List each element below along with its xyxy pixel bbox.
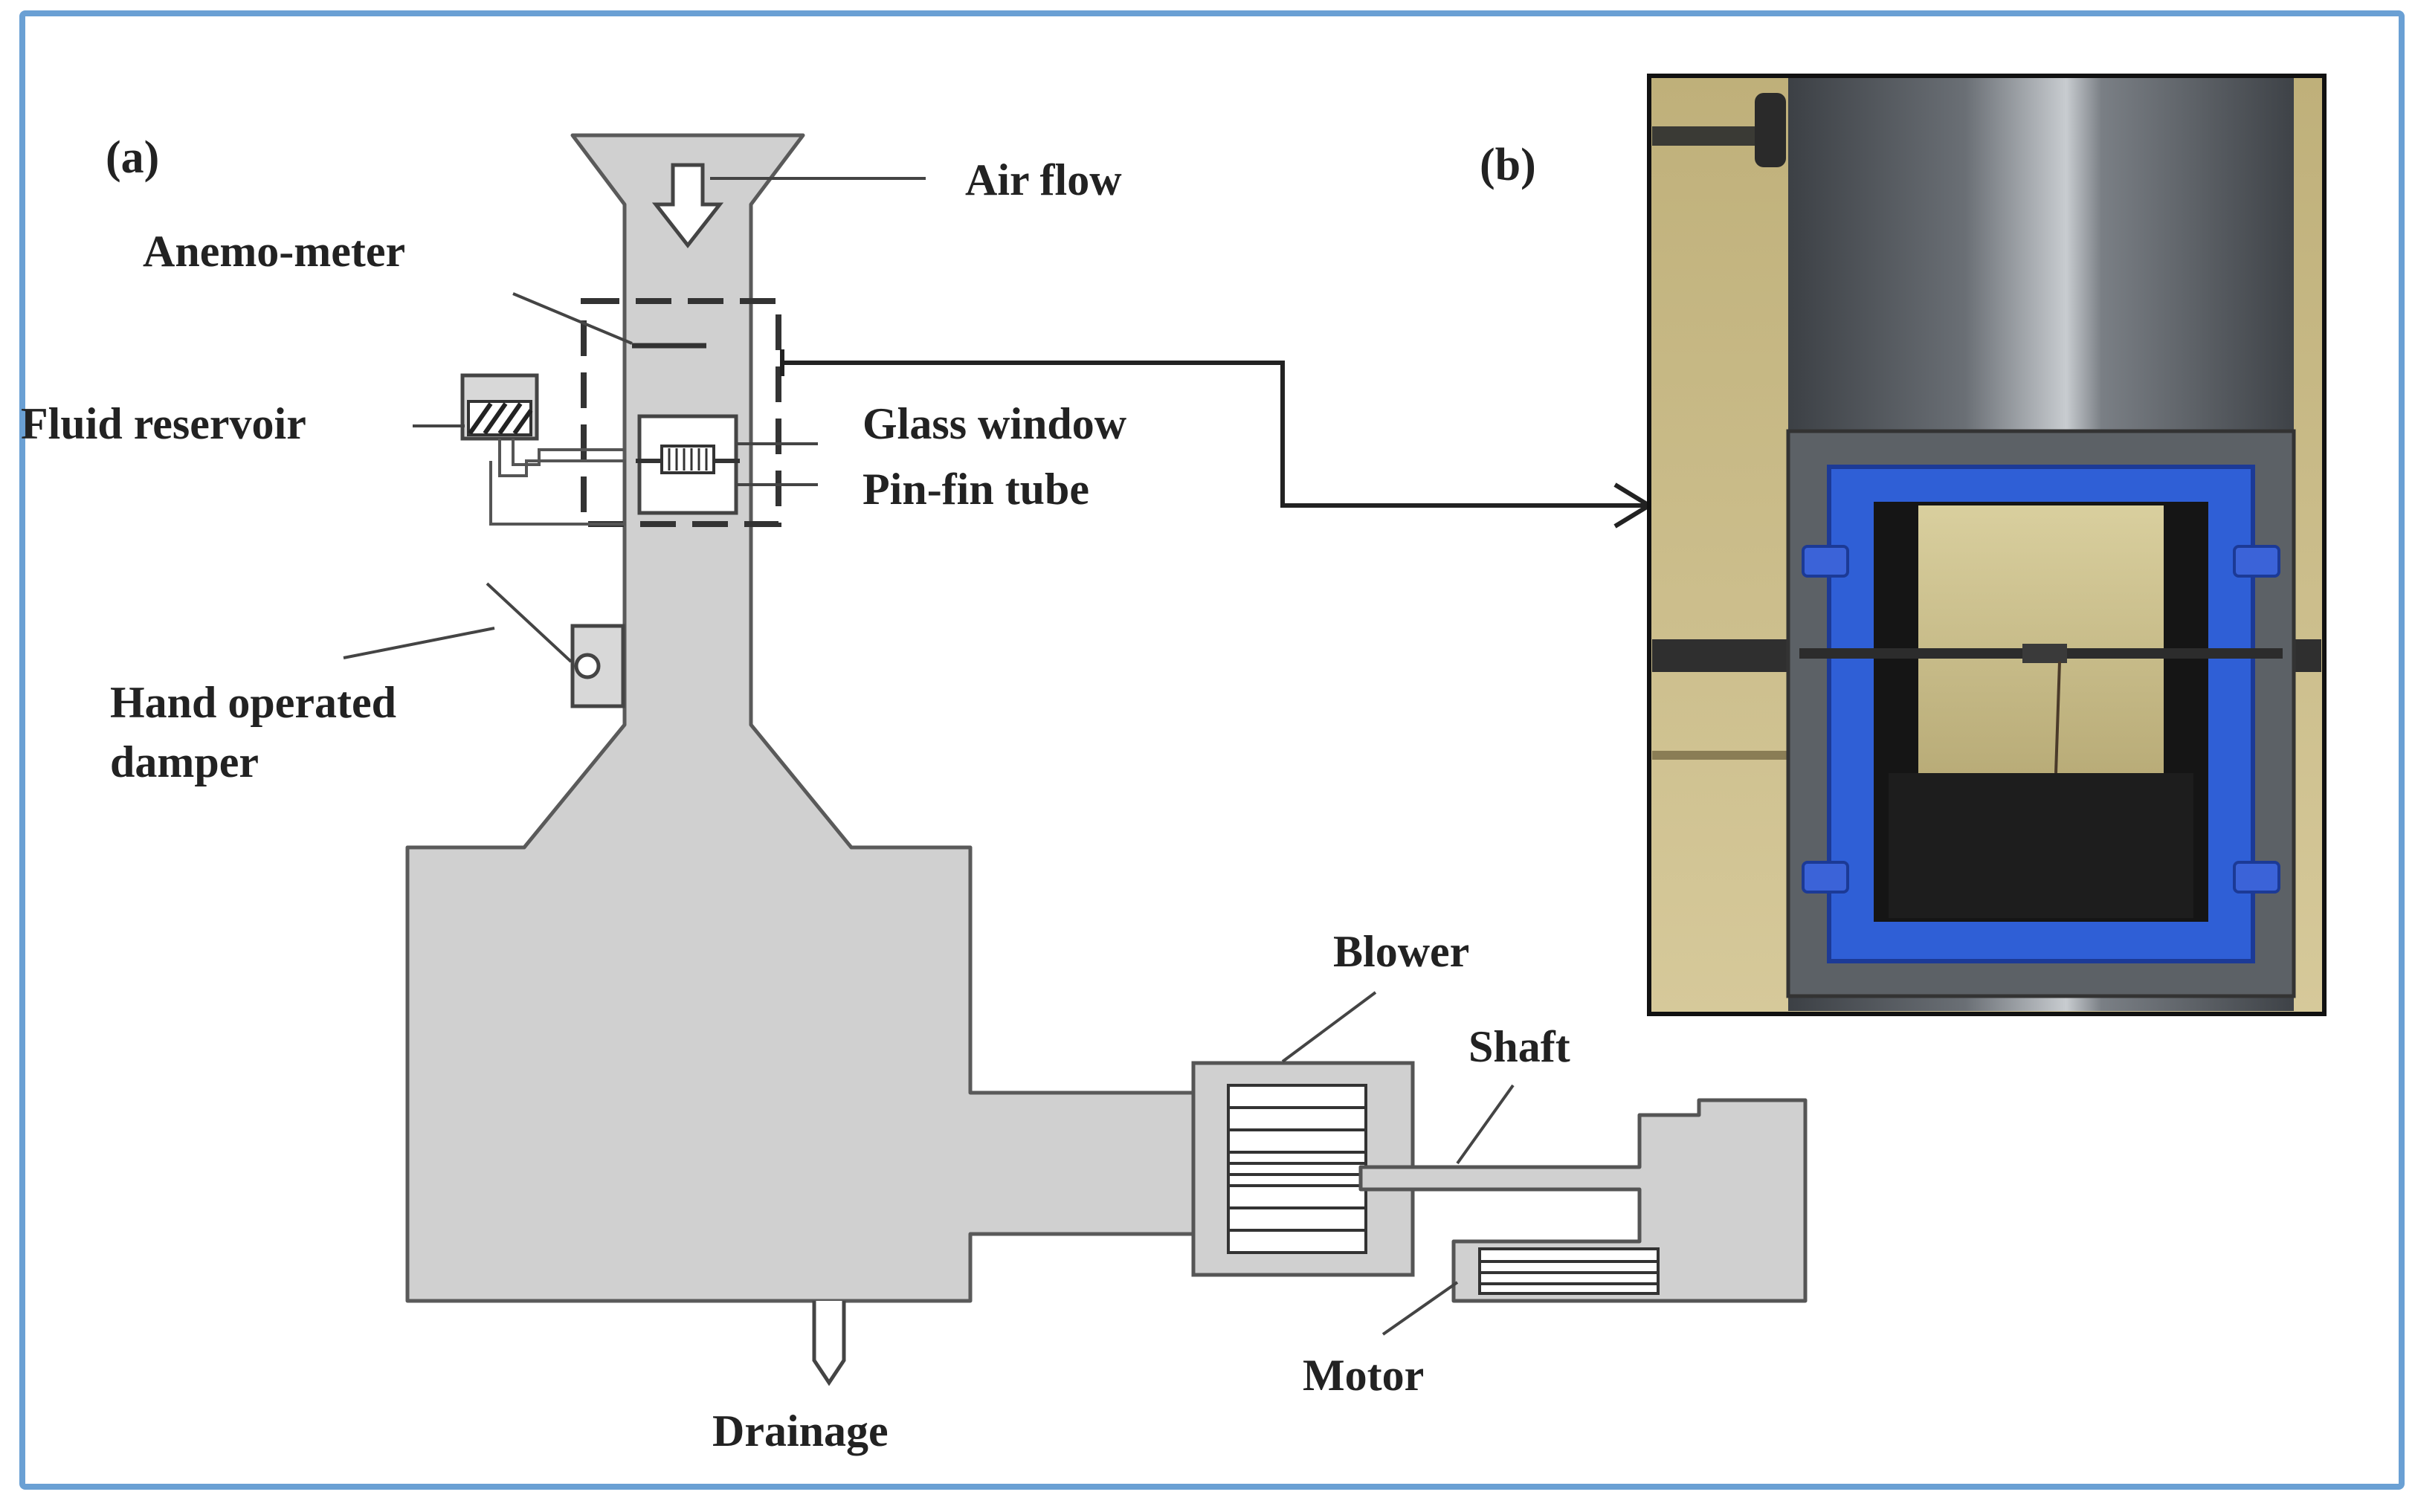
leader-lines: [343, 177, 1515, 1336]
air-flow-label: Air flow: [965, 155, 1122, 204]
photo-panel: [1647, 74, 2327, 1016]
hand-damper-label-line2: damper: [110, 737, 259, 786]
shaft-label: Shaft: [1468, 1022, 1570, 1071]
photo-window-bottom: [1889, 773, 2193, 918]
hand-damper-label-line1: Hand operated: [110, 678, 396, 727]
schematic-panel: (a) Air flow Anemo-meter Fluid reservoir…: [21, 132, 1808, 1456]
photo-side-pipe: [1652, 639, 1801, 672]
hand-damper: [570, 624, 625, 708]
anemometer-label: Anemo-meter: [143, 227, 405, 276]
fluid-reservoir: [460, 373, 626, 526]
photo-clamps: [1802, 545, 2280, 894]
photo-fin-block: [2022, 644, 2067, 663]
pin-fin-tube: [636, 445, 740, 474]
photo-wall-strip: [1652, 751, 1801, 760]
blower-label: Blower: [1333, 927, 1469, 976]
fluid-reservoir-label: Fluid reservoir: [21, 399, 306, 448]
photo-knob: [1755, 93, 1786, 167]
motor-label: Motor: [1303, 1351, 1424, 1400]
motor: [1358, 1098, 1808, 1303]
air-flow-arrow-icon: [651, 163, 724, 249]
zoom-connector-arrow: [782, 361, 1647, 508]
drainage-outlet: [812, 1301, 846, 1386]
panel-b-label: (b): [1480, 140, 1536, 190]
photo-thermocouple-wire: [2054, 661, 2061, 774]
pin-fin-tube-label: Pin-fin tube: [862, 465, 1089, 514]
photo-window-view: [1918, 505, 2164, 773]
drainage-label: Drainage: [712, 1406, 889, 1456]
glass-window-label: Glass window: [862, 399, 1127, 448]
panel-a-label: (a): [106, 132, 159, 183]
